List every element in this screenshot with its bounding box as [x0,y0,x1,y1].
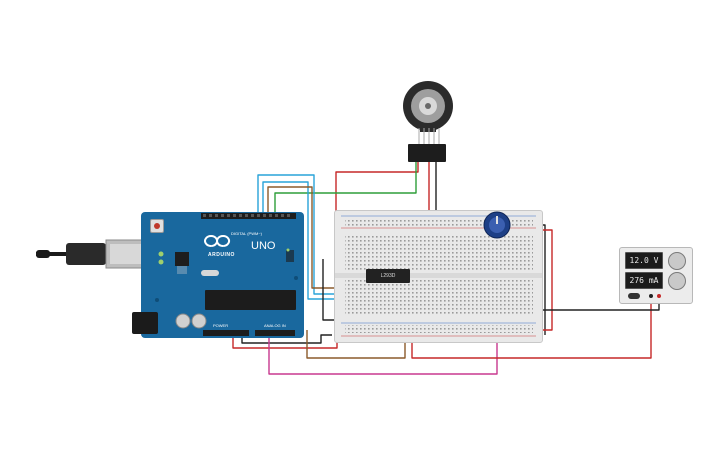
wire-brown [306,330,406,359]
wire-blue [257,174,371,295]
psu-terminal-black[interactable] [649,294,653,298]
power-supply[interactable]: 12.0 V 276 mA [619,247,693,304]
breadboard-holes [335,215,542,337]
voltage-knob-icon[interactable] [668,252,686,270]
wire-black [241,330,332,344]
reset-button[interactable] [150,219,164,233]
wire-green [274,162,417,214]
psu-current-display: 276 mA [625,272,663,289]
wire-red [411,297,652,359]
wire-blue [262,181,378,300]
l293d-driver-chip[interactable]: L293D [366,269,410,283]
potentiometer-icon[interactable] [482,210,512,240]
current-knob-icon[interactable] [668,272,686,290]
motor-header-connector [408,144,446,162]
digital-header-label: DIGITAL (PWM~) [231,231,262,236]
power-header-label: POWER [213,323,229,328]
motor-leads [418,128,440,146]
board-model-text: UNO [251,240,276,252]
dc-motor-with-encoder-icon[interactable] [402,80,454,132]
psu-voltage-display: 12.0 V [625,252,663,269]
board-details [155,213,298,336]
usb-plug-icon [36,239,153,269]
psu-power-switch[interactable] [628,293,640,299]
analog-header-label: ANALOG IN [264,323,286,328]
wire-brown [267,186,374,289]
atmega-chip [205,290,296,310]
psu-terminal-red[interactable] [657,294,661,298]
arduino-uno-board[interactable]: ARDUINO UNO DIGITAL (PWM~) POWER ANALOG … [141,212,304,338]
dc-power-jack [132,312,158,334]
board-logo-text: ARDUINO [208,252,235,258]
